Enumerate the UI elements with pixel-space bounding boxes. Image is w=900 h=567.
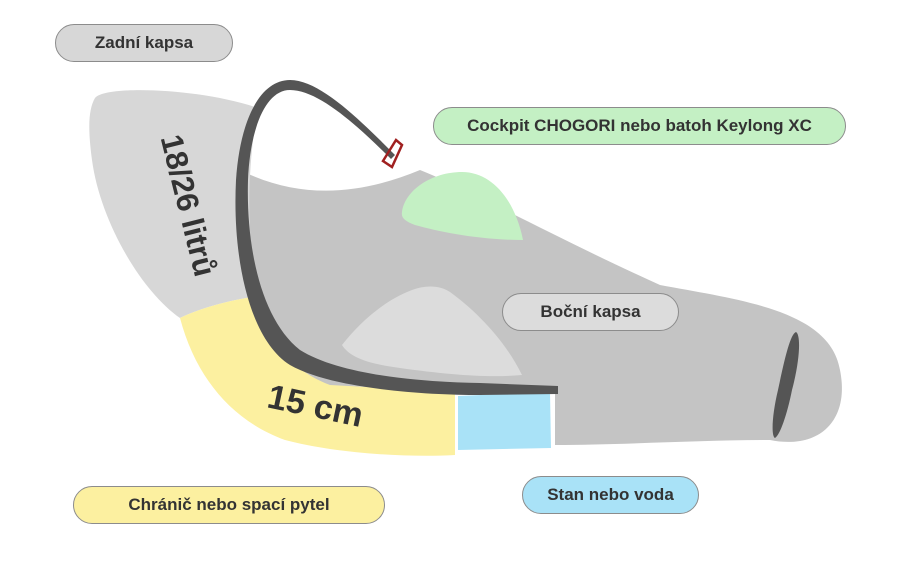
back-pocket-region (89, 90, 258, 319)
tent-water-label: Stan nebo voda (522, 476, 699, 514)
tent-water-region (458, 392, 551, 450)
protector-region (180, 296, 455, 456)
protector-label: Chránič nebo spací pytel (73, 486, 385, 524)
buckle-icon (381, 138, 404, 169)
leg-strap (772, 332, 800, 438)
cockpit-region (401, 172, 523, 240)
back-pocket-label: Zadní kapsa (55, 24, 233, 62)
side-pocket-region (342, 286, 522, 377)
cockpit-label: Cockpit CHOGORI nebo batoh Keylong XC (433, 107, 846, 145)
side-pocket-label: Boční kapsa (502, 293, 679, 331)
